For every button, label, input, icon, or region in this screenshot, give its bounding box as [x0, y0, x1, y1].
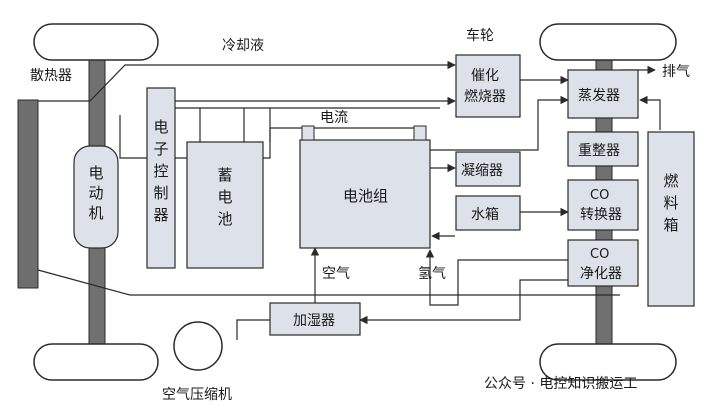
controller — [146, 87, 176, 269]
co-purifier-label-line2: 净化器 — [580, 266, 622, 282]
co-shift-label-line2: 转换器 — [580, 206, 622, 223]
wheel-rear-bottom — [539, 343, 677, 381]
catalytic-burner-label-2: 燃烧器 — [464, 88, 506, 105]
wheel-rear-top — [539, 23, 677, 61]
radiator — [17, 99, 39, 289]
controller-label-text: 电子控制器 — [153, 118, 168, 224]
co-purifier — [567, 239, 639, 287]
hydrogen-label: 氢气 — [418, 266, 446, 282]
evaporator — [567, 69, 639, 119]
battery-label-text: 蓄电池 — [217, 166, 232, 228]
stack-label: 电池组 — [343, 187, 388, 205]
fuel-tank-label: 燃料箱 — [663, 172, 678, 234]
purifier-return — [359, 279, 600, 325]
radiator-label: 散热器 — [30, 68, 72, 84]
coolant-label: 冷却液 — [222, 38, 264, 54]
battery-label: 蓄电池 — [217, 166, 232, 228]
co-shift-label-line1: CO — [590, 188, 609, 203]
condenser-label: 凝缩器 — [461, 163, 503, 179]
hydrogen-line — [425, 249, 568, 306]
text-labels: 散热器 冷却液 车轮 排气 电流 电池组 凝缩器 水箱 蒸发器 重整器 CO 转… — [30, 27, 690, 403]
bottom-return-line — [37, 269, 620, 296]
stack-exhaust-line — [430, 95, 569, 151]
motor-label-text: 电动机 — [88, 164, 103, 222]
catalytic-burner-label-1: 催化 — [471, 68, 499, 84]
condenser — [455, 151, 521, 187]
reformer-label: 重整器 — [578, 143, 620, 159]
motor — [73, 145, 119, 249]
wheel-front-top — [33, 23, 159, 61]
wheel-front-bottom — [33, 343, 159, 381]
humidifier-label: 加湿器 — [293, 313, 335, 329]
wheel-label: 车轮 — [466, 27, 494, 44]
stack-terminal-left — [301, 125, 315, 141]
evaporator-label: 蒸发器 — [578, 88, 620, 104]
motor-label: 电动机 — [88, 164, 103, 222]
stack — [299, 139, 431, 249]
co-purifier-label-line1: CO — [590, 247, 609, 262]
current-label: 电流 — [320, 110, 348, 126]
air-label: 空气 — [322, 266, 350, 282]
fuel-tank — [647, 131, 695, 307]
fuel-tank-label-text: 燃料箱 — [663, 172, 678, 234]
stack-terminal-right — [413, 125, 427, 141]
fuel-to-evaporator — [639, 95, 661, 130]
water-tank — [455, 195, 521, 231]
coolant-line — [38, 60, 456, 102]
compressor-label: 空气压缩机 — [162, 387, 232, 403]
battery — [186, 141, 264, 269]
water-tank-label: 水箱 — [471, 207, 499, 223]
humidifier — [269, 302, 361, 336]
exhaust-label: 排气 — [662, 64, 690, 80]
controller-label: 电子控制器 — [153, 118, 168, 224]
watermark: 公众号 · 电控知识搬运工 — [484, 375, 637, 392]
compressor-to-humidifier — [236, 319, 270, 340]
air-compressor — [173, 321, 223, 371]
catalytic-burner — [455, 54, 521, 118]
reformer — [567, 131, 639, 167]
co-shift-converter — [567, 179, 639, 231]
